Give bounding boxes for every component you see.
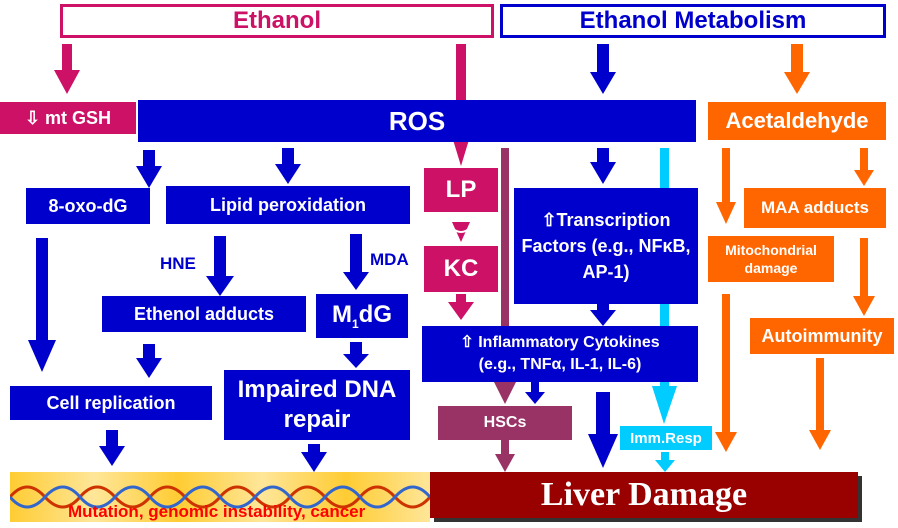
arrow-cytokines-hscs [525, 382, 545, 404]
acetaldehyde-box: Acetaldehyde [708, 102, 886, 140]
arrow-maa-autoimmunity [853, 238, 875, 316]
impaired-dna-repair-box: Impaired DNA repair [224, 370, 410, 440]
arrow-ros-hscs [494, 148, 516, 404]
arrow-ros-oxodg [136, 150, 162, 188]
lipid-peroxidation-text: Lipid peroxidation [210, 194, 366, 215]
arrow-tf-cytokines [590, 302, 616, 326]
ethenol-adducts-text: Ethenol adducts [133, 303, 274, 324]
dna-helix-icon [10, 485, 430, 509]
oxo-dg-box: 8-oxo-dG [26, 188, 150, 224]
inflammatory-line2: (e.g., TNFα, IL-1, IL-6) [478, 356, 642, 373]
dna-banner: Mutation, genomic instability, cancer [10, 472, 430, 522]
m1dg-box: M1dG [316, 294, 408, 338]
hne-label: HNE [160, 254, 196, 273]
ethenol-adducts-box: Ethenol adducts [102, 296, 306, 332]
hscs-box: HSCs [438, 406, 572, 440]
arrow-m1dg-impaired [343, 342, 369, 368]
ethanol-header: Ethanol [60, 4, 494, 38]
arrow-mito-liver [715, 294, 737, 452]
mitochondrial-damage-box: Mitochondrial damage [708, 236, 834, 282]
arrow-ros-tf [590, 148, 616, 184]
cell-replication-box: Cell replication [10, 386, 212, 420]
ethanol-metabolism-header: Ethanol Metabolism [500, 4, 886, 38]
ros-box: ROS [138, 100, 696, 142]
ethanol-metabolism-header-text: Ethanol Metabolism [579, 7, 807, 34]
mutation-text: Mutation, genomic instability, cancer [68, 502, 366, 521]
arrow-acet-maa [854, 148, 874, 186]
arrow-acet-mito [716, 148, 736, 224]
m1dg-m: M [331, 301, 352, 329]
mt-gsh-box: ⇩ mt GSH [0, 102, 136, 134]
arrow-hscs-liver [495, 440, 515, 472]
arrow-metabolism-ros [590, 44, 616, 94]
arrow-autoimmunity-down [809, 358, 831, 450]
lp-text: LP [445, 176, 477, 203]
mt-gsh-text: ⇩ mt GSH [24, 107, 112, 128]
arrow-ros-lipid [275, 148, 301, 184]
cell-replication-text: Cell replication [46, 392, 176, 413]
inflammatory-line1: ⇧ Inflammatory Cytokines [460, 334, 660, 351]
arrow-metabolism-acetaldehyde [784, 44, 810, 94]
liver-damage-box: Liver Damage [430, 472, 858, 518]
acetaldehyde-text: Acetaldehyde [725, 108, 869, 133]
m1dg-text: M1dG [332, 301, 392, 331]
autoimmunity-text: Autoimmunity [761, 325, 883, 346]
arrow-ethenol-cellrep [136, 344, 162, 378]
liver-damage-text: Liver Damage [540, 476, 748, 513]
ethanol-header-text: Ethanol [233, 7, 321, 34]
impaired-dna-repair-text: Impaired DNA repair [237, 376, 397, 433]
imm-resp-box: Imm.Resp [620, 426, 712, 450]
oxo-dg-text: 8-oxo-dG [48, 195, 128, 216]
arrow-cytokines-liver [588, 392, 618, 468]
transcription-factors-box: ⇧Transcription Factors (e.g., NFκB, AP-1… [514, 188, 698, 304]
arrow-ethanol-mtgsh [54, 44, 80, 94]
arrow-oxodg-cellrep [28, 238, 56, 372]
arrow-kc-cytokines [448, 294, 474, 320]
transcription-factors-text: ⇧Transcription Factors (e.g., NFκB, AP-1… [521, 210, 691, 282]
arrow-lp-kc [451, 222, 471, 242]
arrow-hne [206, 236, 234, 296]
arrow-mda [343, 234, 369, 290]
lipid-peroxidation-box: Lipid peroxidation [166, 186, 410, 224]
kc-box: KC [424, 246, 498, 292]
m1dg-dg: dG [358, 301, 392, 329]
imm-resp-text: Imm.Resp [630, 429, 702, 447]
kc-text: KC [443, 255, 479, 282]
arrow-impaired-mutation [301, 444, 327, 472]
mitochondrial-damage-text: Mitochondrial damage [725, 242, 817, 276]
inflammatory-cytokines-box: ⇧ Inflammatory Cytokines (e.g., TNFα, IL… [422, 326, 698, 382]
lp-box: LP [424, 168, 498, 212]
ros-text: ROS [388, 105, 446, 136]
maa-adducts-box: MAA adducts [744, 188, 886, 228]
mda-label: MDA [370, 250, 409, 269]
arrow-immresp-liver [655, 452, 675, 472]
hscs-text: HSCs [483, 414, 527, 431]
autoimmunity-box: Autoimmunity [750, 318, 894, 354]
maa-adducts-text: MAA adducts [761, 198, 869, 217]
arrow-cellrep-mutation [99, 430, 125, 466]
m1dg-sub: 1 [351, 316, 359, 331]
